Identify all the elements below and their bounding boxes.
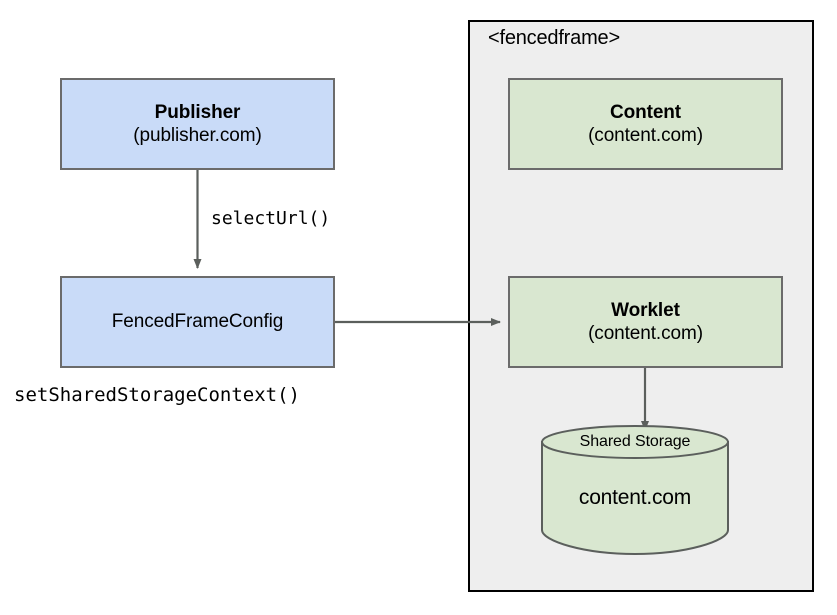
shared-storage-body-label: content.com bbox=[578, 486, 692, 509]
fencedframe-label: <fencedframe> bbox=[488, 27, 620, 49]
node-worklet[interactable]: Worklet (content.com) bbox=[508, 276, 783, 368]
annotation-set-shared-storage-context: setSharedStorageContext() bbox=[14, 384, 300, 406]
node-fenced-frame-config[interactable]: FencedFrameConfig bbox=[60, 276, 335, 368]
node-fenced-frame-config-label: FencedFrameConfig bbox=[111, 311, 284, 333]
node-content-subtitle: (content.com) bbox=[588, 125, 703, 146]
node-worklet-title: Worklet bbox=[611, 299, 680, 321]
node-publisher-title: Publisher bbox=[154, 101, 241, 123]
node-content[interactable]: Content (content.com) bbox=[508, 78, 783, 170]
shared-storage-top-label: Shared Storage bbox=[579, 433, 691, 450]
node-shared-storage[interactable]: Shared Storage content.com bbox=[540, 424, 730, 560]
shared-storage-cylinder-shape bbox=[541, 425, 729, 556]
node-content-title: Content bbox=[609, 101, 682, 123]
edge-label-select-url: selectUrl() bbox=[211, 208, 331, 229]
node-worklet-subtitle: (content.com) bbox=[588, 323, 703, 344]
node-publisher[interactable]: Publisher (publisher.com) bbox=[60, 78, 335, 170]
node-publisher-subtitle: (publisher.com) bbox=[133, 125, 262, 146]
